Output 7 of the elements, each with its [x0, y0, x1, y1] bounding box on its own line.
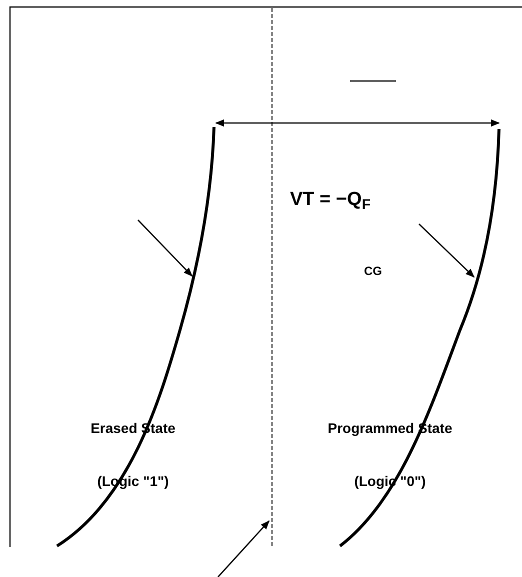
formula-denominator: CG	[364, 263, 382, 280]
pointer-arrow	[418, 224, 475, 278]
pointer-arrow	[218, 520, 270, 577]
pointer-arrow	[138, 220, 193, 277]
formula-text: VT = −Q$_{F}$	[290, 188, 371, 214]
double-arrow	[215, 119, 500, 127]
characteristic-curve	[56, 126, 216, 548]
